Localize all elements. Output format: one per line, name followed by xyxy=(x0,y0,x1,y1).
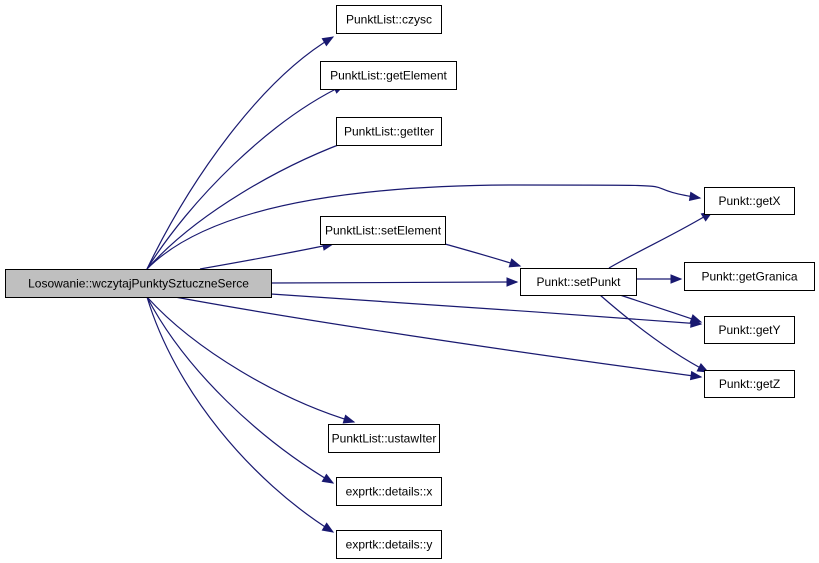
arrowhead-icon xyxy=(670,274,683,284)
node-box[interactable] xyxy=(704,316,795,344)
edge-line xyxy=(146,296,355,423)
node-label: PunktList::setElement xyxy=(325,224,442,238)
node-box[interactable] xyxy=(328,424,440,453)
arrowhead-icon xyxy=(508,258,522,268)
edge-line xyxy=(146,296,334,484)
node-box[interactable] xyxy=(336,530,442,559)
edge-line xyxy=(146,296,334,533)
arrowhead-icon xyxy=(689,314,703,324)
edge-line xyxy=(146,84,345,270)
edge-root-to-czysc xyxy=(146,36,335,270)
node-label: Punkt::getZ xyxy=(719,377,780,391)
node-label: PunktList::ustawIter xyxy=(332,432,437,446)
node-box[interactable] xyxy=(320,216,446,245)
node-ustawIter[interactable]: PunktList::ustawIter xyxy=(328,424,440,453)
edge-root-to-detx xyxy=(146,296,335,484)
node-setPunkt[interactable]: Punkt::setPunkt xyxy=(520,268,637,296)
edge-setPunkt-to-getY xyxy=(619,294,703,324)
node-dety[interactable]: exprtk::details::y xyxy=(336,530,442,559)
edge-line xyxy=(270,293,702,325)
edge-setElement-to-setPunkt xyxy=(444,243,522,268)
edge-root-to-getZ xyxy=(174,296,703,381)
node-root[interactable]: Losowanie::wczytajPunktySztuczneSerce xyxy=(5,269,272,298)
edge-setPunkt-to-getGranica xyxy=(636,274,683,284)
node-getElement[interactable]: PunktList::getElement xyxy=(320,61,457,90)
node-box[interactable] xyxy=(704,187,795,215)
edge-setPunkt-to-getZ xyxy=(599,294,710,373)
arrowhead-icon xyxy=(506,277,519,287)
nodes-layer: Losowanie::wczytajPunktySztuczneSercePun… xyxy=(5,5,815,559)
edge-line xyxy=(146,36,334,270)
edge-root-to-getY xyxy=(270,293,703,328)
node-label: Punkt::setPunkt xyxy=(536,275,621,289)
node-getGranica[interactable]: Punkt::getGranica xyxy=(684,262,815,291)
arrowhead-icon xyxy=(688,191,702,201)
node-label: PunktList::getIter xyxy=(344,125,434,139)
arrowhead-icon xyxy=(342,414,356,424)
arrowhead-icon xyxy=(696,362,710,373)
arrowhead-icon xyxy=(321,522,335,533)
node-box[interactable] xyxy=(704,370,795,398)
node-box[interactable] xyxy=(320,61,457,90)
edge-line xyxy=(174,296,702,378)
node-getY[interactable]: Punkt::getY xyxy=(704,316,795,344)
edge-line xyxy=(599,294,709,373)
node-setElement[interactable]: PunktList::setElement xyxy=(320,216,446,245)
edges-layer xyxy=(146,36,714,533)
edge-line xyxy=(146,137,358,270)
node-getZ[interactable]: Punkt::getZ xyxy=(704,370,795,398)
arrowhead-icon xyxy=(689,370,703,381)
node-box[interactable] xyxy=(336,117,442,146)
edge-root-to-setElement xyxy=(199,241,335,270)
edge-line xyxy=(608,211,713,269)
node-detx[interactable]: exprtk::details::x xyxy=(336,477,442,506)
arrowhead-icon xyxy=(321,36,335,47)
node-label: Losowanie::wczytajPunktySztuczneSerce xyxy=(28,277,249,291)
edge-line xyxy=(444,243,521,267)
node-box[interactable] xyxy=(336,477,442,506)
node-label: exprtk::details::x xyxy=(346,485,433,499)
node-czysc[interactable]: PunktList::czysc xyxy=(336,5,442,34)
edge-line xyxy=(619,294,702,323)
node-getIter[interactable]: PunktList::getIter xyxy=(336,117,442,146)
edge-line xyxy=(199,243,334,270)
edge-line xyxy=(146,184,701,270)
node-label: Punkt::getY xyxy=(718,323,780,337)
edge-root-to-setPunkt xyxy=(270,277,519,287)
node-getX[interactable]: Punkt::getX xyxy=(704,187,795,215)
edge-root-to-getElement xyxy=(146,84,346,270)
node-box[interactable] xyxy=(5,269,272,298)
node-label: Punkt::getGranica xyxy=(701,270,797,284)
edge-line xyxy=(270,281,518,284)
node-label: PunktList::getElement xyxy=(330,69,447,83)
node-box[interactable] xyxy=(684,262,815,291)
edge-setPunkt-to-getX xyxy=(608,211,714,269)
node-label: Punkt::getX xyxy=(718,194,780,208)
node-label: PunktList::czysc xyxy=(346,13,432,27)
node-label: exprtk::details::y xyxy=(346,538,433,552)
node-box[interactable] xyxy=(336,5,442,34)
node-box[interactable] xyxy=(520,268,637,296)
edge-root-to-dety xyxy=(146,296,335,533)
arrowhead-icon xyxy=(321,473,335,484)
edge-root-to-getX xyxy=(146,184,702,270)
edge-root-to-ustawIter xyxy=(146,296,356,424)
